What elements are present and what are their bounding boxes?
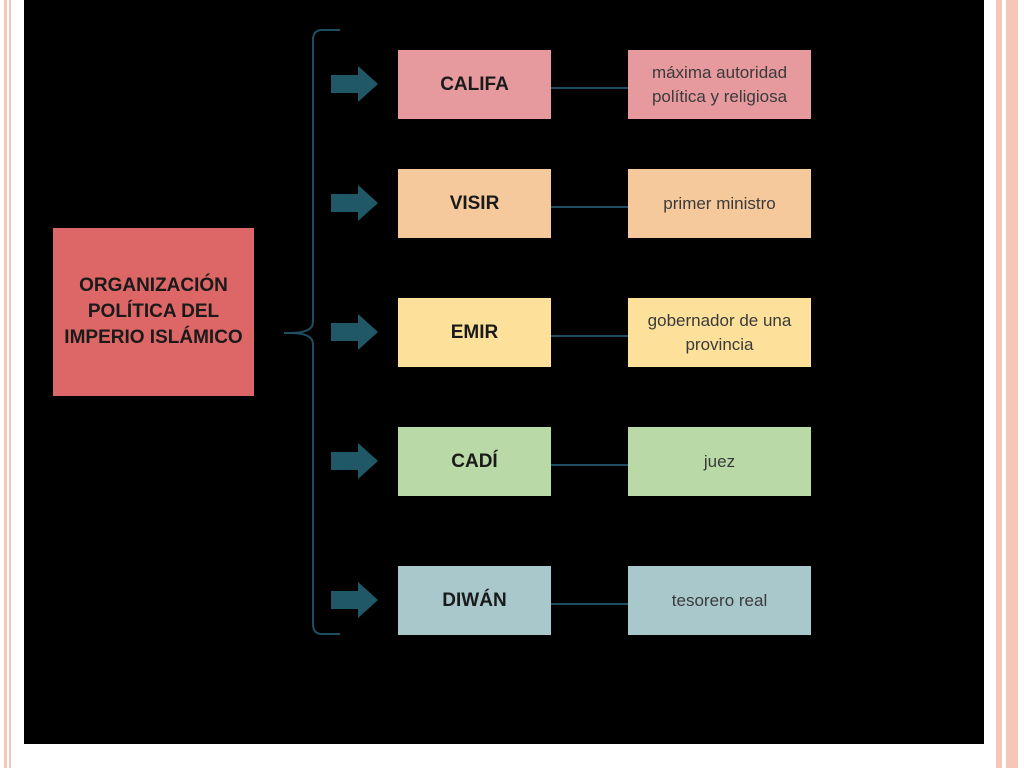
arrow-califa xyxy=(331,66,378,102)
arrow-emir xyxy=(331,314,378,350)
description-box-cadi: juez xyxy=(628,427,811,496)
role-box-diwan: DIWÁN xyxy=(398,566,551,635)
left-border-stripe xyxy=(4,0,7,768)
role-label-cadi: CADÍ xyxy=(451,450,498,472)
description-diwan: tesorero real xyxy=(671,590,768,610)
role-label-emir: EMIR xyxy=(450,321,499,343)
role-label-diwan: DIWÁN xyxy=(442,589,507,611)
role-label-califa: CALIFA xyxy=(440,73,509,95)
right-border-stripe xyxy=(1006,0,1018,768)
diagram-title: ORGANIZACIÓN POLÍTICA DEL IMPERIO ISLÁMI… xyxy=(64,275,243,348)
description-box-diwan: tesorero real xyxy=(628,566,811,635)
role-box-califa: CALIFA xyxy=(398,50,551,119)
description-box-emir: gobernador de una provincia xyxy=(628,298,811,367)
arrow-visir xyxy=(331,185,378,221)
description-box-visir: primer ministro xyxy=(628,169,811,238)
role-box-visir: VISIR xyxy=(398,169,551,238)
role-box-emir: EMIR xyxy=(398,298,551,367)
role-box-cadi: CADÍ xyxy=(398,427,551,496)
left-border-stripe-inner xyxy=(9,0,11,768)
description-visir: primer ministro xyxy=(663,193,776,213)
description-box-califa: máxima autoridad política y religiosa xyxy=(628,50,811,119)
description-emir: gobernador de una provincia xyxy=(647,310,792,354)
arrow-cadi xyxy=(331,443,378,479)
grouping-bracket xyxy=(284,29,340,635)
arrow-diwan xyxy=(331,582,378,618)
diagram-title-box: ORGANIZACIÓN POLÍTICA DEL IMPERIO ISLÁMI… xyxy=(53,228,254,396)
right-border-stripe-inner xyxy=(996,0,1002,768)
role-label-visir: VISIR xyxy=(449,192,500,214)
description-cadi: juez xyxy=(703,451,736,471)
description-califa: máxima autoridad política y religiosa xyxy=(651,62,788,106)
